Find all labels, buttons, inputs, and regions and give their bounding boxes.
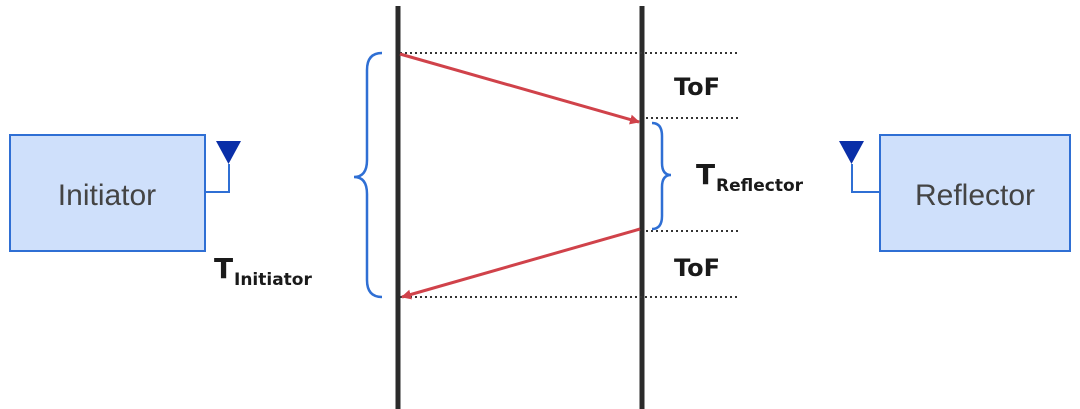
reflector-interval-brace [651, 121, 672, 231]
t-initiator-label: T Initiator [214, 252, 312, 290]
initiator-antenna-icon [216, 141, 241, 164]
reflector-antenna-feed [851, 164, 879, 193]
initiator-antenna-feed [206, 164, 230, 193]
tof-label-bottom: ToF [674, 254, 720, 282]
initiator-box [9, 134, 206, 252]
t-reflector-label: T Reflector [696, 158, 804, 196]
tof-label-top: ToF [674, 73, 720, 101]
t-reflector-main: T [696, 158, 715, 191]
initiator-label: Initiator [58, 179, 156, 212]
signal-arrow-to-initiator [401, 227, 641, 300]
initiator-device: Initiator [9, 134, 241, 252]
reflector-label: Reflector [915, 179, 1035, 212]
initiator-interval-brace [353, 51, 383, 299]
t-initiator-sub: Initiator [234, 270, 312, 290]
reflector-antenna-icon [839, 141, 864, 164]
t-initiator-main: T [214, 252, 233, 285]
t-reflector-sub: Reflector [716, 176, 804, 196]
reflector-box [879, 134, 1071, 252]
reflector-device: Reflector [839, 134, 1071, 252]
signal-arrow-to-reflector [399, 52, 640, 125]
